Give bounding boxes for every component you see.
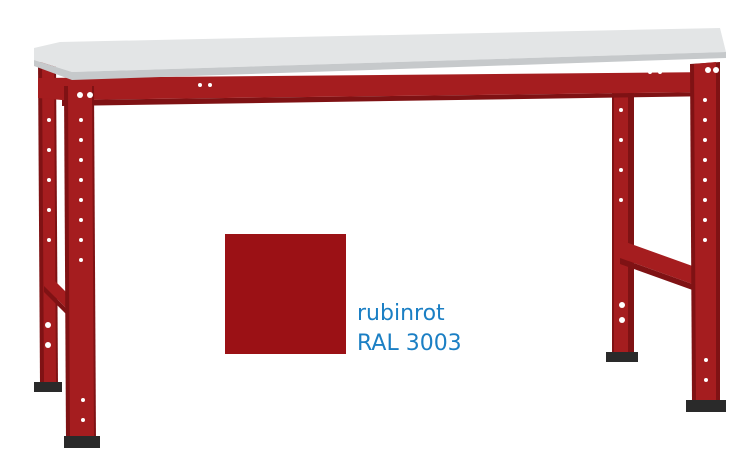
color-swatch xyxy=(225,234,346,354)
back-right-leg xyxy=(606,88,638,362)
adjustment-holes xyxy=(45,67,719,422)
front-right-leg xyxy=(686,62,726,412)
front-left-leg xyxy=(64,86,100,448)
color-code-label: RAL 3003 xyxy=(357,331,462,356)
front-apron xyxy=(38,72,720,106)
color-name-label: rubinrot xyxy=(357,301,445,326)
table-top xyxy=(34,28,726,80)
right-side-rail xyxy=(620,240,698,292)
back-left-leg xyxy=(34,62,62,392)
